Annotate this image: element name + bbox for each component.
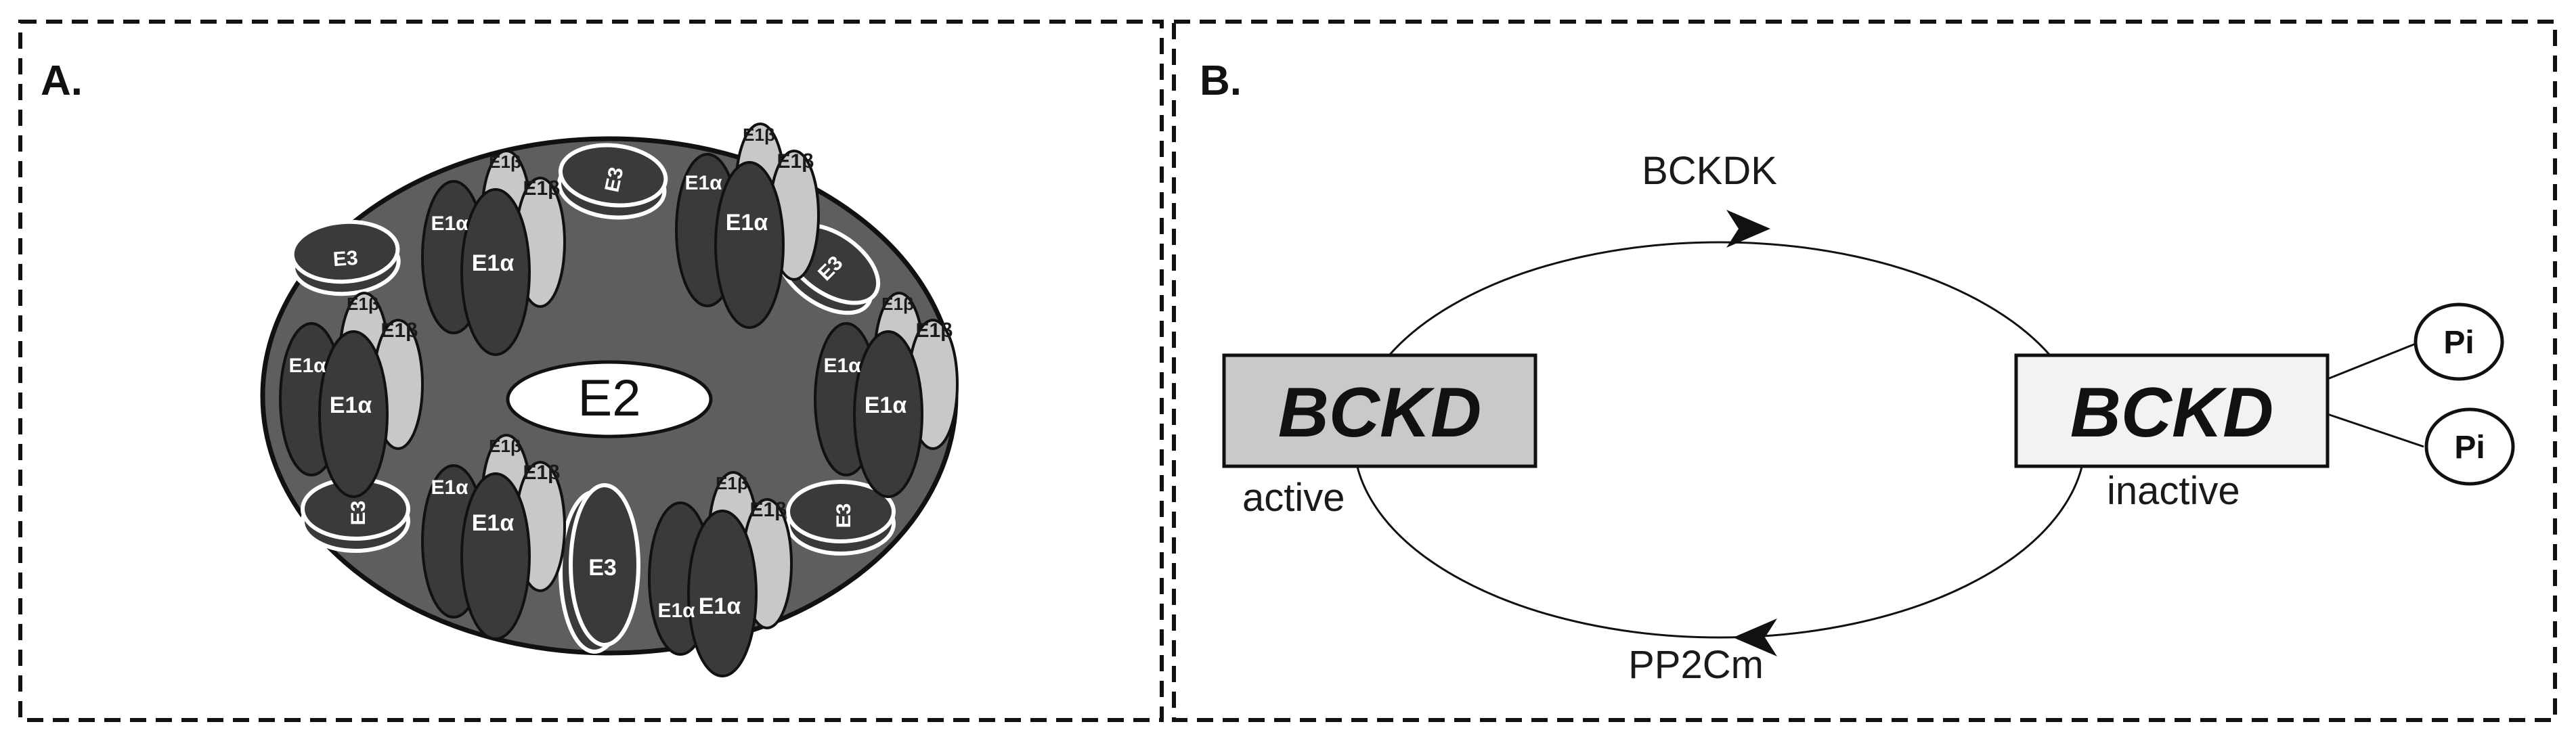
svg-text:E1β: E1β: [881, 294, 914, 314]
e3-disc-lower-right: E3: [788, 482, 894, 554]
svg-text:E1α: E1α: [865, 392, 907, 418]
svg-text:E1α: E1α: [657, 600, 695, 622]
panel-b-frame: [1172, 20, 2557, 722]
phosphate-link-2: [2327, 413, 2424, 448]
e3-disc-bottom-center: E3: [559, 483, 640, 654]
panel-a-label: A.: [41, 58, 83, 104]
e1-cluster-3: E1β E1β E1α E1α: [279, 292, 424, 498]
phosphate-1-label: Pi: [2443, 325, 2474, 361]
e1-cluster-4: E1β E1β E1α E1α: [814, 292, 959, 498]
svg-text:E3: E3: [347, 501, 370, 526]
e3-disc-lower-left: E3: [303, 479, 408, 551]
bckd-inactive-label: BCKD: [2070, 374, 2273, 452]
bckd-active-label: BCKD: [1278, 374, 1481, 452]
svg-text:E1α: E1α: [684, 172, 722, 194]
svg-text:E1β: E1β: [716, 473, 748, 493]
svg-text:E1β: E1β: [489, 436, 521, 456]
svg-text:E1α: E1α: [330, 392, 372, 418]
svg-text:E1β: E1β: [523, 177, 560, 200]
svg-text:E1β: E1β: [347, 294, 379, 314]
svg-text:E1α: E1α: [823, 355, 861, 377]
e2-label: E2: [578, 369, 641, 427]
phosphate-1-circle: [2414, 302, 2504, 381]
svg-text:E1β: E1β: [523, 462, 560, 484]
panel-b-label: B.: [1200, 58, 1242, 104]
e2-center-ellipse: [506, 360, 713, 439]
e1-cluster-2: E1β E1β E1α E1α: [675, 122, 820, 329]
svg-text:E1β: E1β: [749, 499, 787, 521]
e3-disc-upper-right: E3: [764, 209, 892, 328]
svg-text:E1β: E1β: [489, 152, 521, 172]
bckd-inactive-box: [2014, 353, 2330, 468]
phosphate-link-1: [2327, 342, 2416, 380]
phosphate-2-circle: [2424, 407, 2515, 486]
regulation-cycle: BCKDK PP2Cm BCKD active BCKD inactive Pi…: [1222, 149, 2515, 687]
svg-text:E3: E3: [833, 503, 855, 529]
e3-disc-upper-left: E3: [290, 219, 401, 298]
e1-cluster-6: E1β E1β E1α E1α: [648, 471, 793, 677]
svg-text:E1α: E1α: [431, 476, 468, 499]
kinase-arrowhead: [1726, 210, 1770, 248]
kinase-label: BCKDK: [1642, 149, 1777, 193]
svg-text:E1β: E1β: [380, 319, 418, 342]
bckd-active-box: [1222, 353, 1537, 468]
svg-text:E3: E3: [332, 247, 359, 271]
svg-text:E1α: E1α: [699, 593, 741, 619]
inactive-caption: inactive: [2107, 469, 2240, 513]
active-caption: active: [1242, 476, 1345, 520]
svg-text:E1α: E1α: [726, 210, 768, 235]
svg-text:E1β: E1β: [743, 125, 775, 145]
phosphatase-arrowhead: [1733, 619, 1777, 656]
svg-text:E3: E3: [601, 165, 628, 194]
e1-cluster-1: E1β E1β E1α E1α: [421, 150, 566, 356]
svg-text:E1α: E1α: [288, 355, 326, 377]
svg-text:E1α: E1α: [431, 212, 468, 235]
phosphate-2-label: Pi: [2454, 430, 2485, 466]
panel-a-frame: [18, 20, 1164, 722]
svg-text:E1β: E1β: [777, 150, 814, 173]
phosphatase-label: PP2Cm: [1628, 643, 1764, 687]
e1-cluster-5: E1β E1β E1α E1α: [421, 434, 566, 640]
bckd-complex: E2 E3 E3 E3 E3 E3 E3 E1β: [260, 122, 959, 677]
svg-text:E3: E3: [588, 555, 617, 581]
svg-text:E1β: E1β: [915, 319, 953, 342]
svg-text:E1α: E1α: [472, 510, 515, 536]
e3-disc-top: E3: [556, 140, 669, 223]
svg-text:E1α: E1α: [472, 250, 515, 276]
